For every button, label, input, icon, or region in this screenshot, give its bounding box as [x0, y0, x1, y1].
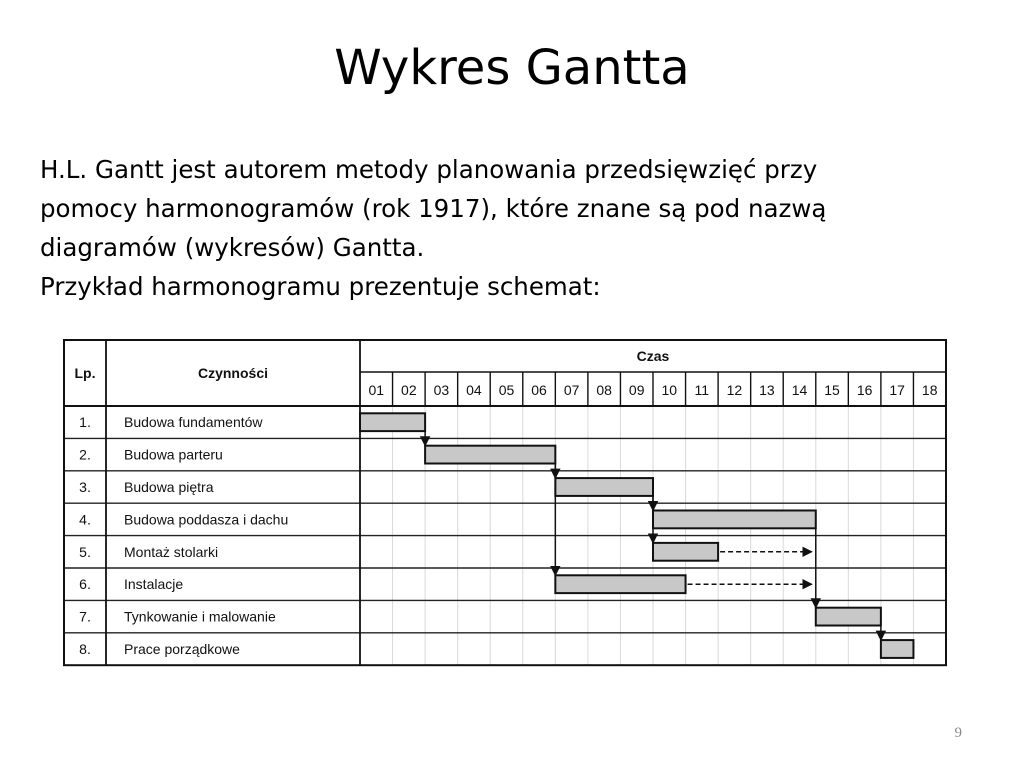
task-bar	[554, 574, 687, 595]
task-bar	[652, 509, 817, 530]
body-line: Przykład harmonogramu prezentuje schemat…	[40, 272, 601, 301]
task-name: Prace porządkowe	[124, 641, 240, 657]
task-name: Instalacje	[124, 576, 183, 592]
period-label: 02	[401, 382, 417, 398]
period-label: 01	[368, 382, 384, 398]
task-name: Budowa piętra	[124, 479, 214, 495]
period-label: 13	[759, 382, 775, 398]
task-name: Tynkowanie i malowanie	[124, 609, 276, 625]
period-label: 14	[792, 382, 808, 398]
task-lp: 5.	[79, 544, 91, 560]
period-label: 09	[629, 382, 645, 398]
body-text: H.L. Gantt jest autorem metody planowani…	[40, 150, 990, 306]
task-bar	[424, 444, 557, 465]
period-label: 07	[564, 382, 580, 398]
task-name: Budowa poddasza i dachu	[124, 511, 288, 527]
task-name: Budowa parteru	[124, 447, 223, 463]
gantt-chart: Lp. Czynności Czas 01 02 03 04 05 06 07 08 09 10 11 12…	[63, 339, 947, 667]
task-bar	[879, 639, 915, 659]
task-name: Montaż stolarki	[124, 544, 218, 560]
period-label: 04	[466, 382, 482, 398]
body-line: diagramów (wykresów) Gantta.	[40, 233, 425, 262]
task-bar	[554, 477, 655, 497]
body-line: H.L. Gantt jest autorem metody planowani…	[40, 155, 818, 184]
period-label: 15	[824, 382, 840, 398]
period-label: 03	[434, 382, 450, 398]
period-label: 18	[922, 382, 938, 398]
table-border	[63, 339, 947, 667]
period-label: 17	[889, 382, 905, 398]
task-bar	[652, 541, 720, 562]
task-lp: 1.	[79, 414, 91, 430]
task-lp: 4.	[79, 511, 91, 527]
task-lp: 8.	[79, 641, 91, 657]
task-lp: 7.	[79, 609, 91, 625]
page-number: 9	[954, 725, 963, 741]
task-name: Budowa fundamentów	[124, 414, 263, 430]
header-lp: Lp.	[75, 365, 96, 381]
slide-title: Wykres Gantta	[334, 40, 690, 96]
task-bar	[814, 606, 882, 627]
task-lp: 2.	[79, 447, 91, 463]
period-label: 10	[661, 382, 677, 398]
period-label: 12	[727, 382, 743, 398]
header-time: Czas	[637, 348, 670, 364]
period-label: 16	[857, 382, 873, 398]
task-lp: 3.	[79, 479, 91, 495]
header-activities: Czynności	[198, 365, 268, 381]
period-label: 11	[695, 382, 710, 398]
task-bar	[359, 412, 427, 433]
period-label: 08	[596, 382, 612, 398]
task-lp: 6.	[79, 576, 91, 592]
period-label: 05	[499, 382, 515, 398]
period-label: 06	[531, 382, 547, 398]
body-line: pomocy harmonogramów (rok 1917), które z…	[40, 194, 827, 223]
